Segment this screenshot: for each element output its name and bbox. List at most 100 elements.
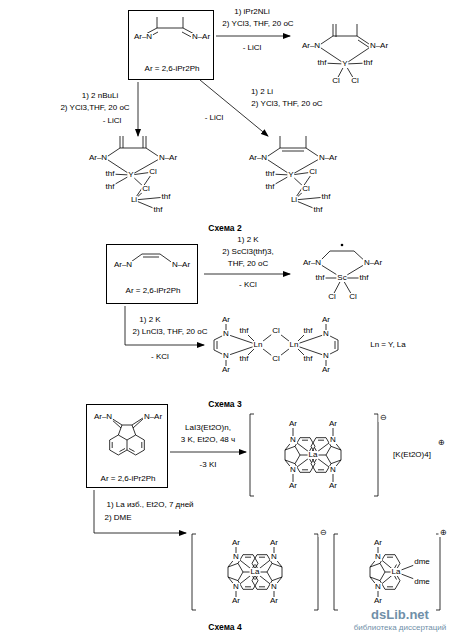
atom-label: Ar <box>373 539 383 547</box>
reagent-label: 2) LnCl3, THF, 20 oC <box>132 328 209 336</box>
reagent-label: Ln = Y, La <box>369 341 407 349</box>
atom-label: N–Ar <box>191 33 211 41</box>
atom-label: Ar <box>288 420 298 428</box>
reagent-label: 2) DME <box>103 514 132 522</box>
atom-label: Cl <box>301 185 311 193</box>
atom-label: Cl <box>350 77 360 85</box>
atom-label: thf <box>303 355 314 363</box>
atom-label: N–Ar <box>158 154 178 162</box>
atom-label: thf <box>317 59 328 67</box>
atom-label: Y <box>287 171 294 179</box>
reagent-label: 1) 2 nBuLi <box>81 92 119 100</box>
atom-label: thf <box>315 274 326 282</box>
atom-label: thf <box>161 193 172 201</box>
substituent-note: Ar = 2,6-iPr2Ph <box>100 475 157 483</box>
reaction-arrow <box>94 490 186 533</box>
atom-label: Cl <box>148 168 158 176</box>
atom-label: thf <box>313 206 324 214</box>
atom-label: Ar <box>221 366 231 374</box>
reagent-label: - KCl <box>150 353 170 361</box>
atom-label: N <box>329 436 337 444</box>
atom-label: Ar <box>269 597 279 605</box>
atom-label: Cl <box>327 293 337 301</box>
atom-label: Y <box>341 60 348 68</box>
reagent-label: 2) YCl3, THF, 20 oC <box>250 100 323 108</box>
atom-label: Y <box>127 171 134 179</box>
reagent-label: - LiCl <box>242 44 263 52</box>
atom-label: N <box>222 330 230 338</box>
atom-label: thf <box>359 274 370 282</box>
reagent-label: - LiCl <box>102 117 123 125</box>
atom-label: N–Ar <box>363 259 383 267</box>
atom-label: Ar–N <box>301 42 321 50</box>
reactant-box: Ar–N N–Ar Ar = 2,6-iPr2Ph <box>106 244 198 304</box>
watermark: библиотека диссертаций <box>353 624 447 632</box>
atom-label: Cl <box>331 77 341 85</box>
atom-label: Cl <box>271 327 281 335</box>
atom-label: thf <box>303 327 314 335</box>
substituent-note: Ar = 2,6-iPr2Ph <box>125 287 182 295</box>
reagent-label: 3 K, Et2O, 48 ч <box>180 436 236 444</box>
atom-label: Ln <box>253 341 264 349</box>
reagent-label: 1) 2 K <box>138 316 161 324</box>
atom-label: ⊕ <box>439 529 448 537</box>
atom-label: thf <box>239 327 250 335</box>
atom-label: thf <box>153 206 164 214</box>
atom-label: Ar–N <box>248 154 268 162</box>
atom-label: N <box>374 583 382 591</box>
atom-label: La <box>250 568 261 576</box>
reagent-label: - LiCl <box>204 114 225 122</box>
scheme-caption: Схема 2 <box>207 224 242 233</box>
atom-label: ⊖ <box>379 414 388 422</box>
atom-label: thf <box>105 183 116 191</box>
atom-label: thf <box>363 59 374 67</box>
atom-label: Li <box>290 196 298 204</box>
watermark: dsLib.net <box>370 608 430 621</box>
reagent-label: -3 KI <box>199 461 218 469</box>
structure-bonds <box>128 251 367 370</box>
atom-label: N–Ar <box>143 413 163 421</box>
atom-label: N <box>329 466 337 474</box>
reactant-box: Ar–NN–ArAr = 2,6-iPr2Ph <box>86 404 168 488</box>
atom-label: Cl <box>348 293 358 301</box>
atom-label: N <box>270 583 278 591</box>
atom-label: dme <box>413 578 431 586</box>
atom-label: N–Ar <box>369 42 389 50</box>
atom-label: Sc <box>336 274 347 282</box>
atom-label: Cl <box>271 355 281 363</box>
atom-label: N <box>289 466 297 474</box>
atom-label: Ln <box>289 341 300 349</box>
atom-label: N <box>232 583 240 591</box>
atom-label: Ar <box>231 539 241 547</box>
atom-label: [K(Et2O)4] <box>392 451 432 459</box>
structure-bonds <box>105 17 372 210</box>
atom-label: Ar–N <box>302 259 322 267</box>
reactant-box: Ar–NN–ArAr = 2,6-iPr2Ph <box>128 10 214 80</box>
atom-label: N <box>322 330 330 338</box>
atom-label: N <box>222 352 230 360</box>
atom-label: N <box>374 553 382 561</box>
atom-label: Ar <box>231 597 241 605</box>
atom-label: Ar <box>269 539 279 547</box>
atom-label: Ar <box>321 316 331 324</box>
reagent-label: - KCl <box>238 281 258 289</box>
acenaphthene-ring <box>110 425 145 455</box>
atom-label: N–Ar <box>318 154 338 162</box>
atom-label: N <box>289 436 297 444</box>
atom-label: La <box>308 451 319 459</box>
reagent-label: 1) La изб., Et2O, 7 дней <box>105 501 194 509</box>
atom-label: N <box>270 553 278 561</box>
structure-bonds <box>108 414 440 610</box>
atom-label: Ar–N <box>113 261 133 269</box>
atom-label: thf <box>239 355 250 363</box>
atom-label: N–Ar <box>171 261 191 269</box>
reaction-arrow <box>170 452 246 453</box>
atom-label: La <box>391 568 402 576</box>
atom-label: Ar <box>221 316 231 324</box>
reagent-label: LaI3(Et2O)n, <box>184 424 232 432</box>
scheme-caption: Схема 4 <box>207 623 242 632</box>
atom-label: Ar <box>328 420 338 428</box>
atom-label: ⊖ <box>319 529 328 537</box>
atom-label: Ar <box>321 366 331 374</box>
atom-label: Ar–N <box>133 33 153 41</box>
